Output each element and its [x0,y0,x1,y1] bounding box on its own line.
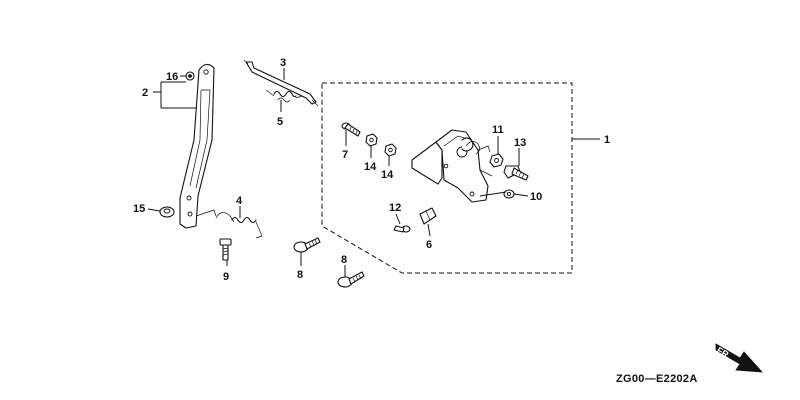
callout-7: 7 [342,149,348,161]
callout-8-upper: 8 [297,269,303,281]
front-direction-arrow: FR. [715,343,763,373]
callout-5: 5 [277,116,283,128]
callout-10: 10 [530,191,542,203]
collar-6-part [419,207,437,225]
spring-4-part [215,212,263,239]
callout-4: 4 [236,195,243,207]
callout-14-a: 14 [364,161,377,173]
screw-7-part [341,122,361,137]
callout-1: 1 [604,134,610,146]
bolt-8b-part [337,271,365,288]
nut-16-part [185,71,195,81]
callout-16: 16 [166,71,178,83]
callout-15: 15 [133,203,145,215]
bolt-8a-part [293,237,321,253]
assembly-boundary [321,82,573,274]
callout-6: 6 [426,239,432,251]
leader-lines [147,68,600,277]
callout-12: 12 [389,202,401,214]
callout-2: 2 [142,87,148,99]
bolt-13-part [503,165,529,181]
screw-12-part [393,225,411,233]
spring-5-part [265,89,303,103]
drawing-code: ZG00—E2202A [616,373,698,385]
nut-14a-part [365,133,378,147]
bracket-assembly-part [411,129,493,203]
nut-10-part [503,189,515,199]
callout-8-lower: 8 [341,254,347,266]
lever-arm-part [179,63,217,229]
callout-3: 3 [280,57,286,69]
direction-label: FR. [715,345,733,361]
bolt-9-part [219,238,232,261]
callout-13: 13 [514,137,526,149]
rod-part [243,59,319,107]
nut-11-part [489,153,504,168]
callout-14-b: 14 [381,169,394,181]
nut-14b-part [384,143,397,157]
callout-11: 11 [492,124,504,136]
nut-15-part [159,206,175,218]
callout-9: 9 [223,271,229,283]
